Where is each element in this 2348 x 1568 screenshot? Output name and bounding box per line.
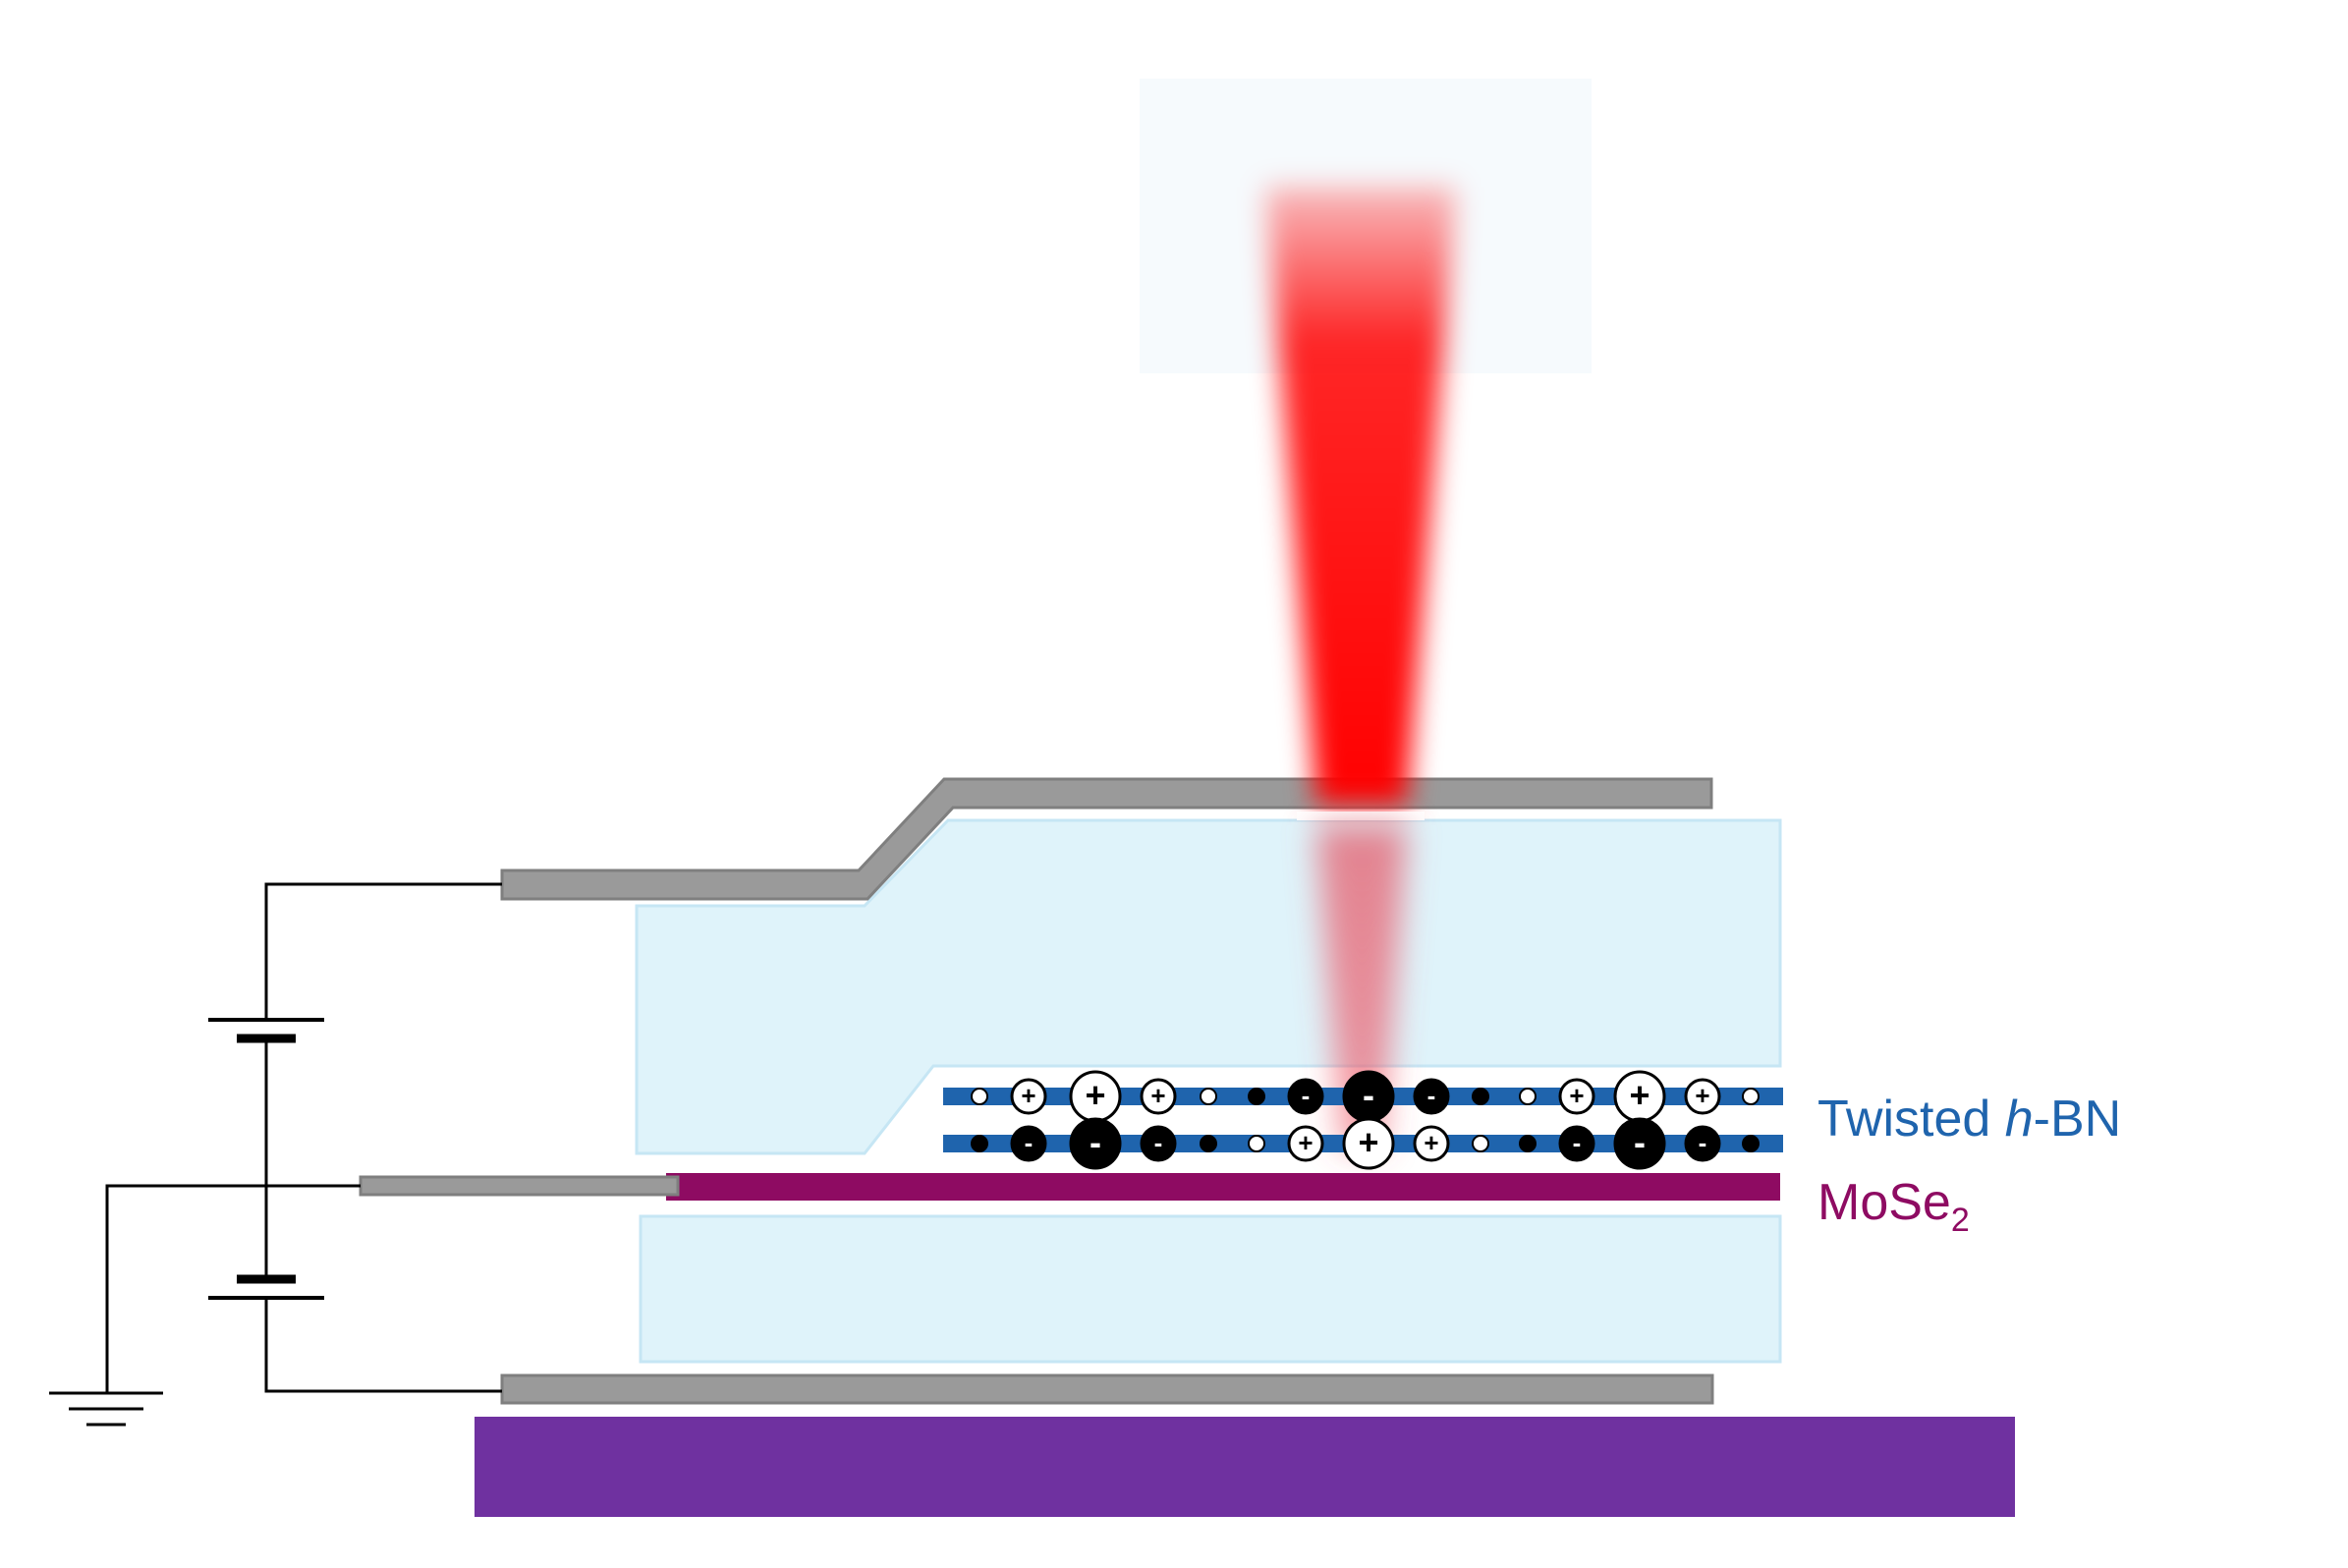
top-row-charge-sign: -: [1302, 1081, 1311, 1110]
bottom-gate-electrode: [500, 1373, 1714, 1405]
bottom-row-charge-sign: -: [1699, 1128, 1707, 1157]
bottom-row-charge-sign: -: [1634, 1122, 1646, 1162]
mose2-label: MoSe2: [1817, 1174, 1970, 1239]
top-row-positive-charge: [1742, 1088, 1760, 1105]
top-row-charge-sign: -: [1427, 1081, 1436, 1110]
top-row-positive-charge: [1558, 1078, 1595, 1115]
bottom-row-positive-charge: [1413, 1125, 1450, 1162]
top-row-charge-sign: +: [1695, 1081, 1709, 1110]
top-gate-wire: [264, 882, 502, 1020]
mose2-layer: [666, 1173, 1780, 1201]
bottom-row-negative-charge: [1140, 1125, 1177, 1162]
bottom-row-negative-charge: [1684, 1125, 1721, 1162]
bottom-row-negative-charge: [1200, 1135, 1217, 1152]
ground-wire: [105, 1184, 361, 1393]
top-row-charge-sign: +: [1569, 1081, 1584, 1110]
bottom-gate-wire: [264, 1298, 502, 1393]
bottom-row-charge-sign: -: [1090, 1122, 1101, 1162]
circuit: [49, 882, 502, 1427]
bottom-row-negative-charge: [1010, 1125, 1047, 1162]
bottom-row-negative-charge: [1069, 1117, 1122, 1170]
bottom-row-charge-sign: +: [1424, 1128, 1438, 1157]
substrate: [475, 1417, 2015, 1517]
top-gate-electrode: [500, 777, 1713, 901]
laser-gate-gap: [1297, 812, 1425, 820]
top-row-negative-charge: [1472, 1088, 1489, 1105]
top-row-charge-sign: +: [1150, 1081, 1165, 1110]
top-row-charge-sign: +: [1629, 1075, 1649, 1115]
bottom-row-charge-sign: -: [1154, 1128, 1163, 1157]
bottom-row-positive-charge: [1287, 1125, 1324, 1162]
bottom-row-charge-sign: -: [1573, 1128, 1582, 1157]
top-row-positive-charge: [971, 1088, 988, 1105]
bottom-row-charge-sign: +: [1298, 1128, 1313, 1157]
bottom-row-charges: - - - + + + - - -: [971, 1117, 1760, 1170]
bottom-row-negative-charge: [1613, 1117, 1666, 1170]
top-row-charge-sign: -: [1363, 1075, 1374, 1115]
top-row-positive-charge: [1519, 1088, 1537, 1105]
top-row-positive-charge: [1010, 1078, 1047, 1115]
twisted-hbn-label: Twisted h-BN: [1817, 1091, 2121, 1148]
top-row-charges: + + + - - - + + +: [971, 1070, 1760, 1123]
laser-beam-lower: [1316, 825, 1407, 1149]
bottom-row-negative-charge: [1742, 1135, 1760, 1152]
bottom-row-charge-sign: -: [1025, 1128, 1034, 1157]
bottom-row-charge-sign: +: [1358, 1122, 1378, 1162]
top-row-negative-charge: [1287, 1078, 1324, 1115]
bottom-row-positive-charge: [1248, 1135, 1265, 1152]
bottom-row-positive-charge: [1472, 1135, 1489, 1152]
mose2-contact-electrode: [359, 1175, 680, 1197]
bottom-row-positive-charge: [1342, 1117, 1395, 1170]
top-row-negative-charge: [1413, 1078, 1450, 1115]
top-row-charge-sign: +: [1085, 1075, 1105, 1115]
laser-beam: [1265, 187, 1456, 806]
bottom-row-negative-charge: [971, 1135, 988, 1152]
bottom-row-negative-charge: [1519, 1135, 1537, 1152]
bottom-row-negative-charge: [1558, 1125, 1595, 1162]
top-row-negative-charge: [1248, 1088, 1265, 1105]
top-row-positive-charge: [1140, 1078, 1177, 1115]
top-row-positive-charge: [1200, 1088, 1217, 1105]
top-dielectric: [635, 818, 1782, 1155]
bottom-dielectric: [639, 1214, 1782, 1364]
top-row-positive-charge: [1684, 1078, 1721, 1115]
top-row-charge-sign: +: [1021, 1081, 1035, 1110]
